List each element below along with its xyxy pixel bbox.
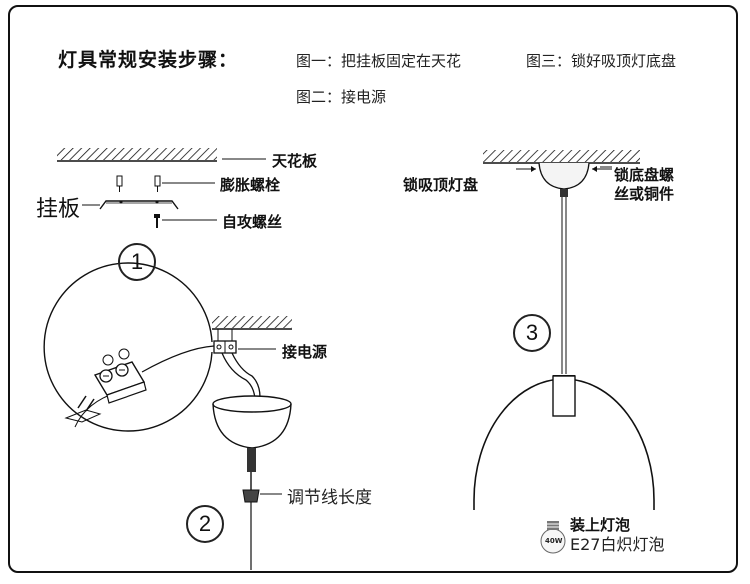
page-title: 灯具常规安装步骤： (58, 49, 239, 71)
bulb-spec-label: E27白炽灯泡 (570, 535, 665, 554)
figure2-ceiling (212, 316, 292, 330)
zoom-callout-circle (43, 262, 213, 432)
terminal-block-zoomed (64, 348, 147, 423)
expansion-bolt-left (116, 175, 123, 192)
bulb-watt-label: 40W (545, 537, 563, 545)
step2-caption: 图二：接电源 (296, 88, 387, 106)
expansion-bolt-right (154, 175, 161, 192)
lock-screw-label-line2: 丝或铜件 (614, 185, 675, 203)
diagram-frame (8, 5, 738, 573)
lock-canopy-label: 锁吸顶灯盘 (403, 176, 479, 194)
adjust-length-label: 调节线长度 (287, 488, 372, 508)
figure3-number: 3 (513, 314, 551, 352)
tapping-screw (154, 214, 160, 228)
figure1-number: 1 (118, 243, 156, 281)
figure1-ceiling (57, 148, 217, 162)
bulb-icon (540, 521, 566, 554)
figure3-canopy (516, 162, 612, 190)
lock-screw-label-line1: 锁底盘螺 (614, 166, 675, 184)
figure3-cord (560, 189, 568, 374)
figure3-ceiling (483, 150, 640, 164)
terminal-block-small (213, 329, 237, 354)
step3-caption: 图三：锁好吸顶灯底盘 (526, 52, 677, 70)
power-label: 接电源 (282, 343, 328, 361)
figure2-cable (242, 448, 260, 570)
zoom-wire (141, 345, 215, 373)
install-bulb-label: 装上灯泡 (570, 516, 631, 534)
mounting-plate-shape (99, 200, 179, 210)
figure2-canopy (212, 395, 292, 449)
tapping-screw-label: 自攻螺丝 (222, 213, 283, 231)
lamp-shade (473, 375, 655, 510)
step1-caption: 图一：把挂板固定在天花 (296, 52, 462, 70)
expansion-bolt-label: 膨胀螺栓 (220, 176, 281, 194)
ceiling-label: 天花板 (272, 152, 318, 170)
mounting-plate-label: 挂板 (36, 197, 81, 222)
figure2-number: 2 (186, 505, 224, 543)
